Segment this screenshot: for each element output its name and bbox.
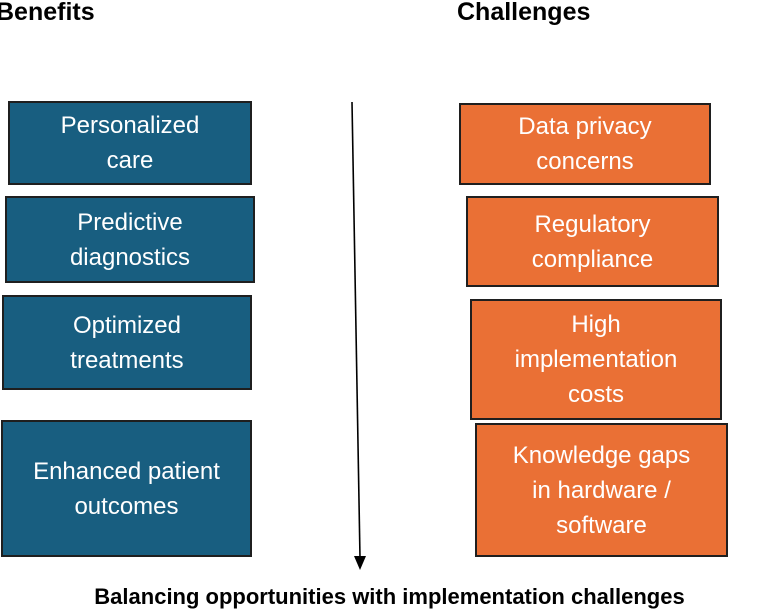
footer-caption: Balancing opportunities with implementat… bbox=[94, 584, 685, 609]
challenge-label: High implementation costs bbox=[514, 311, 678, 408]
benefit-enhanced-patient-outcomes: Enhanced patient outcomes bbox=[1, 420, 252, 557]
challenge-regulatory-compliance: Regulatory compliance bbox=[466, 196, 719, 287]
down-arrow-icon bbox=[351, 101, 366, 570]
benefit-label: Personalized care bbox=[60, 112, 200, 174]
challenge-implementation-costs: High implementation costs bbox=[470, 299, 722, 420]
challenge-label: Knowledge gaps in hardware / software bbox=[512, 441, 691, 539]
benefit-personalized-care: Personalized care bbox=[8, 101, 252, 185]
challenge-knowledge-gaps: Knowledge gaps in hardware / software bbox=[475, 423, 728, 557]
challenge-label: Data privacy concerns bbox=[518, 113, 652, 175]
arrow-head bbox=[354, 556, 366, 570]
challenge-label: Regulatory compliance bbox=[531, 210, 654, 273]
challenges-heading: Challenges bbox=[457, 0, 591, 26]
arrow-shaft bbox=[351, 101, 361, 559]
challenge-data-privacy: Data privacy concerns bbox=[459, 103, 711, 185]
benefit-label: Enhanced patient outcomes bbox=[33, 457, 220, 520]
benefit-predictive-diagnostics: Predictive diagnostics bbox=[5, 196, 255, 283]
benefit-optimized-treatments: Optimized treatments bbox=[2, 295, 252, 390]
benefit-label: Predictive diagnostics bbox=[69, 208, 191, 271]
benefits-heading: Benefits bbox=[0, 0, 95, 26]
benefit-label: Optimized treatments bbox=[70, 311, 184, 374]
